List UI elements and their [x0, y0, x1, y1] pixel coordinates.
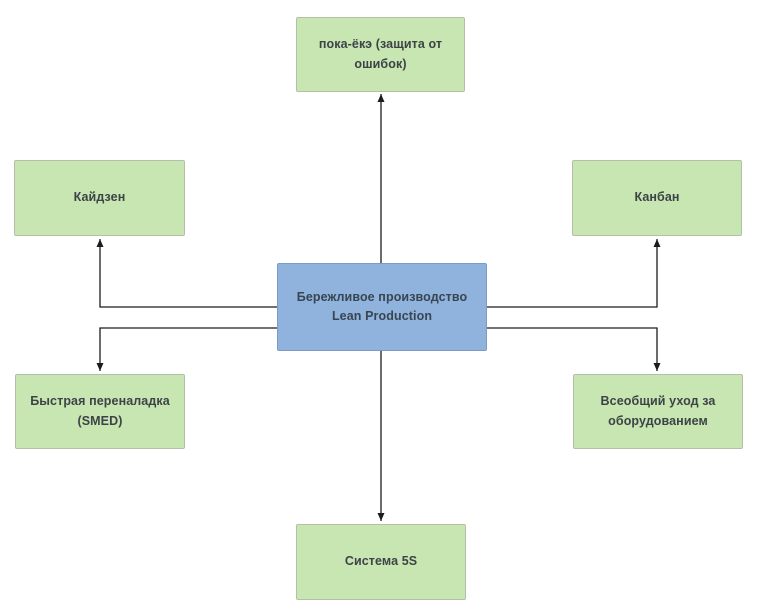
node-tpm: Всеобщий уход за оборудованием [573, 374, 743, 449]
node-smed-label: Быстрая переналадка (SMED) [30, 394, 170, 428]
node-lean-production: Бережливое производство Lean Production [277, 263, 487, 351]
node-kaizen-label: Кайдзен [73, 190, 126, 205]
node-kanban-label: Канбан [634, 190, 680, 205]
node-smed: Быстрая переналадка (SMED) [15, 374, 185, 449]
connector-center-to-kaizen [96, 239, 277, 308]
node-5s-label: Система 5S [344, 554, 418, 569]
node-kanban: Канбан [572, 160, 742, 236]
connector-center-to-smed [96, 327, 277, 371]
node-poka-yoke-label: пока-ёкэ (защита от ошибок) [318, 37, 443, 71]
node-tpm-label: Всеобщий уход за оборудованием [600, 394, 716, 428]
node-lean-production-label: Бережливое производство Lean Production [296, 289, 468, 323]
node-5s: Система 5S [296, 524, 466, 600]
connector-center-to-tpm [487, 327, 661, 371]
node-poka-yoke: пока-ёкэ (защита от ошибок) [296, 17, 465, 92]
connector-center-to-kanban [487, 239, 661, 308]
node-kaizen: Кайдзен [14, 160, 185, 236]
